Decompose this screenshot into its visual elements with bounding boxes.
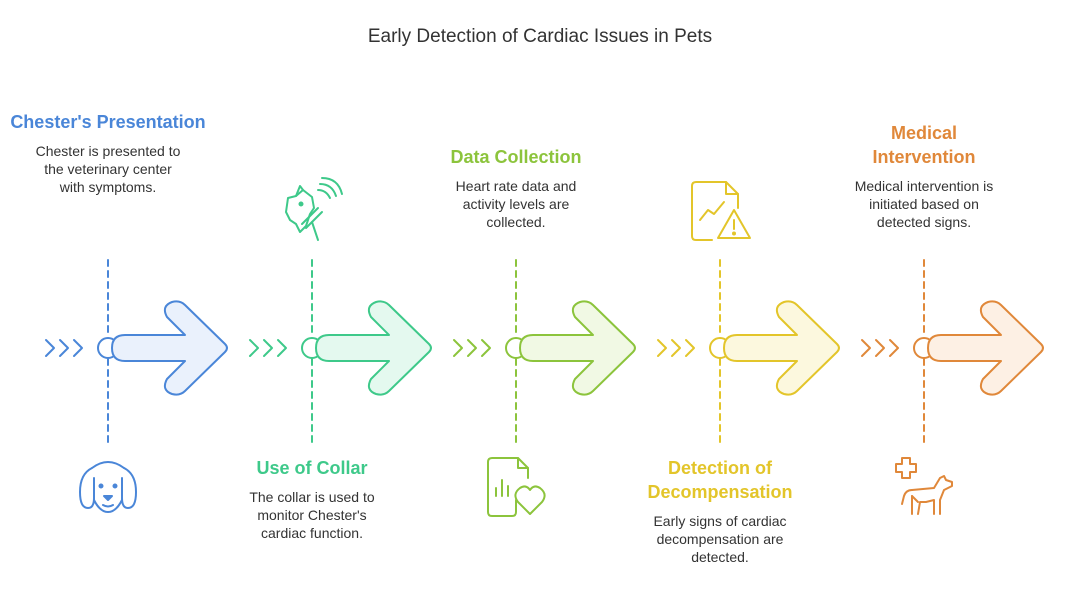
stage-2-text: Use of Collar The collar is used to moni… [212,456,412,542]
stage-arrow [519,300,636,396]
chevron-icon [45,339,55,357]
chart-warning-icon [691,181,751,241]
stage-4-flow [657,259,840,446]
medical-dog-icon [895,457,953,515]
chevron-icon [453,339,463,357]
stage-4-heading: Detection of Decompensation [647,458,793,502]
stage-1-text: Chester's Presentation Chester is presen… [8,110,208,196]
chevron-icon [657,339,667,357]
stage-2-heading: Use of Collar [256,458,368,478]
stage-4-description: Early signs of cardiac decompensation ar… [653,513,787,565]
chevron-icon [73,339,83,357]
diagram-title: Early Detection of Cardiac Issues in Pet… [367,26,713,47]
stage-3-description: Heart rate data and activity levels are … [455,178,577,230]
stage-1-flow [45,259,228,446]
chevron-icon [861,339,871,357]
dog-face-icon [79,461,137,513]
stage-5-flow [861,259,1044,446]
stage-5-text: Medical Intervention Medical interventio… [824,121,1024,231]
stage-2-description: The collar is used to monitor Chester's … [249,489,375,541]
stage-3-text: Data Collection Heart rate data and acti… [416,145,616,231]
chevron-icon [671,339,681,357]
stage-1-heading: Chester's Presentation [10,112,206,132]
chevron-icon [467,339,477,357]
chevron-icon [875,339,885,357]
dog-collar-signal-icon [285,177,343,241]
chevron-icon [277,339,287,357]
stage-arrow [315,300,432,396]
chevron-icon [249,339,259,357]
stage-arrow [111,300,228,396]
stage-5-description: Medical intervention is initiated based … [854,178,994,230]
chevron-icon [59,339,69,357]
chevron-icon [889,339,899,357]
chevron-icon [263,339,273,357]
stage-arrow [927,300,1044,396]
chevron-icon [481,339,491,357]
stage-3-heading: Data Collection [450,147,582,167]
stage-4-text: Detection of Decompensation Early signs … [620,456,820,566]
stage-arrow [723,300,840,396]
stage-3-flow [453,259,636,446]
stage-2-flow [249,259,432,446]
chevron-icon [685,339,695,357]
stage-5-heading: Medical Intervention [872,123,976,167]
health-document-heart-icon [487,457,546,517]
stage-1-description: Chester is presented to the veterinary c… [35,143,181,195]
